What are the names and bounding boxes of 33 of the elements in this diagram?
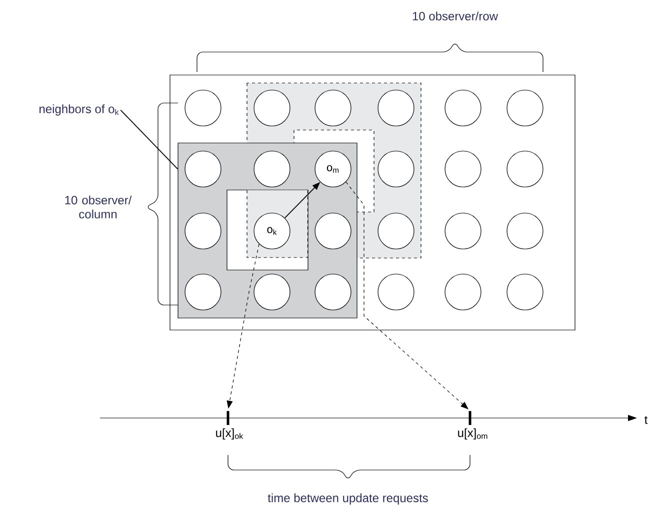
observer-circle — [314, 90, 352, 126]
label: 10 observer/ column — [65, 196, 132, 218]
observer-circle — [444, 274, 482, 310]
label: time between update requests — [268, 493, 428, 505]
tick-mark — [226, 411, 230, 425]
label: t — [644, 416, 648, 424]
observer-circle — [254, 150, 290, 188]
observer-circle — [378, 150, 414, 188]
tick-mark — [468, 411, 472, 425]
observer-circle — [506, 274, 544, 310]
tick-label: u[x]$_{ok}$ — [216, 428, 244, 440]
tick-label: u[x]$_{om}$ — [458, 428, 488, 440]
observer-circle — [444, 90, 482, 126]
label: neighbors of o$_{k}$ — [40, 104, 119, 116]
observer-circle — [254, 90, 290, 126]
observer-circle — [184, 90, 222, 126]
observer-circle — [314, 212, 352, 250]
observer-circle — [506, 150, 544, 188]
observer-circle — [314, 274, 352, 310]
label: 10 observer/row — [412, 12, 498, 20]
observer-circle — [184, 274, 222, 310]
observer-circle — [184, 150, 222, 188]
observer-circle — [444, 150, 482, 188]
observer-circle — [254, 274, 290, 310]
observer-circle — [444, 212, 482, 250]
observer-circle — [184, 212, 222, 250]
arrow — [346, 182, 468, 410]
observer-circle — [378, 212, 414, 250]
leader-line — [120, 110, 178, 170]
observer-circle — [378, 274, 414, 310]
observer-circle — [506, 90, 544, 126]
observer-circle — [378, 90, 414, 126]
observer-circle — [506, 212, 544, 250]
